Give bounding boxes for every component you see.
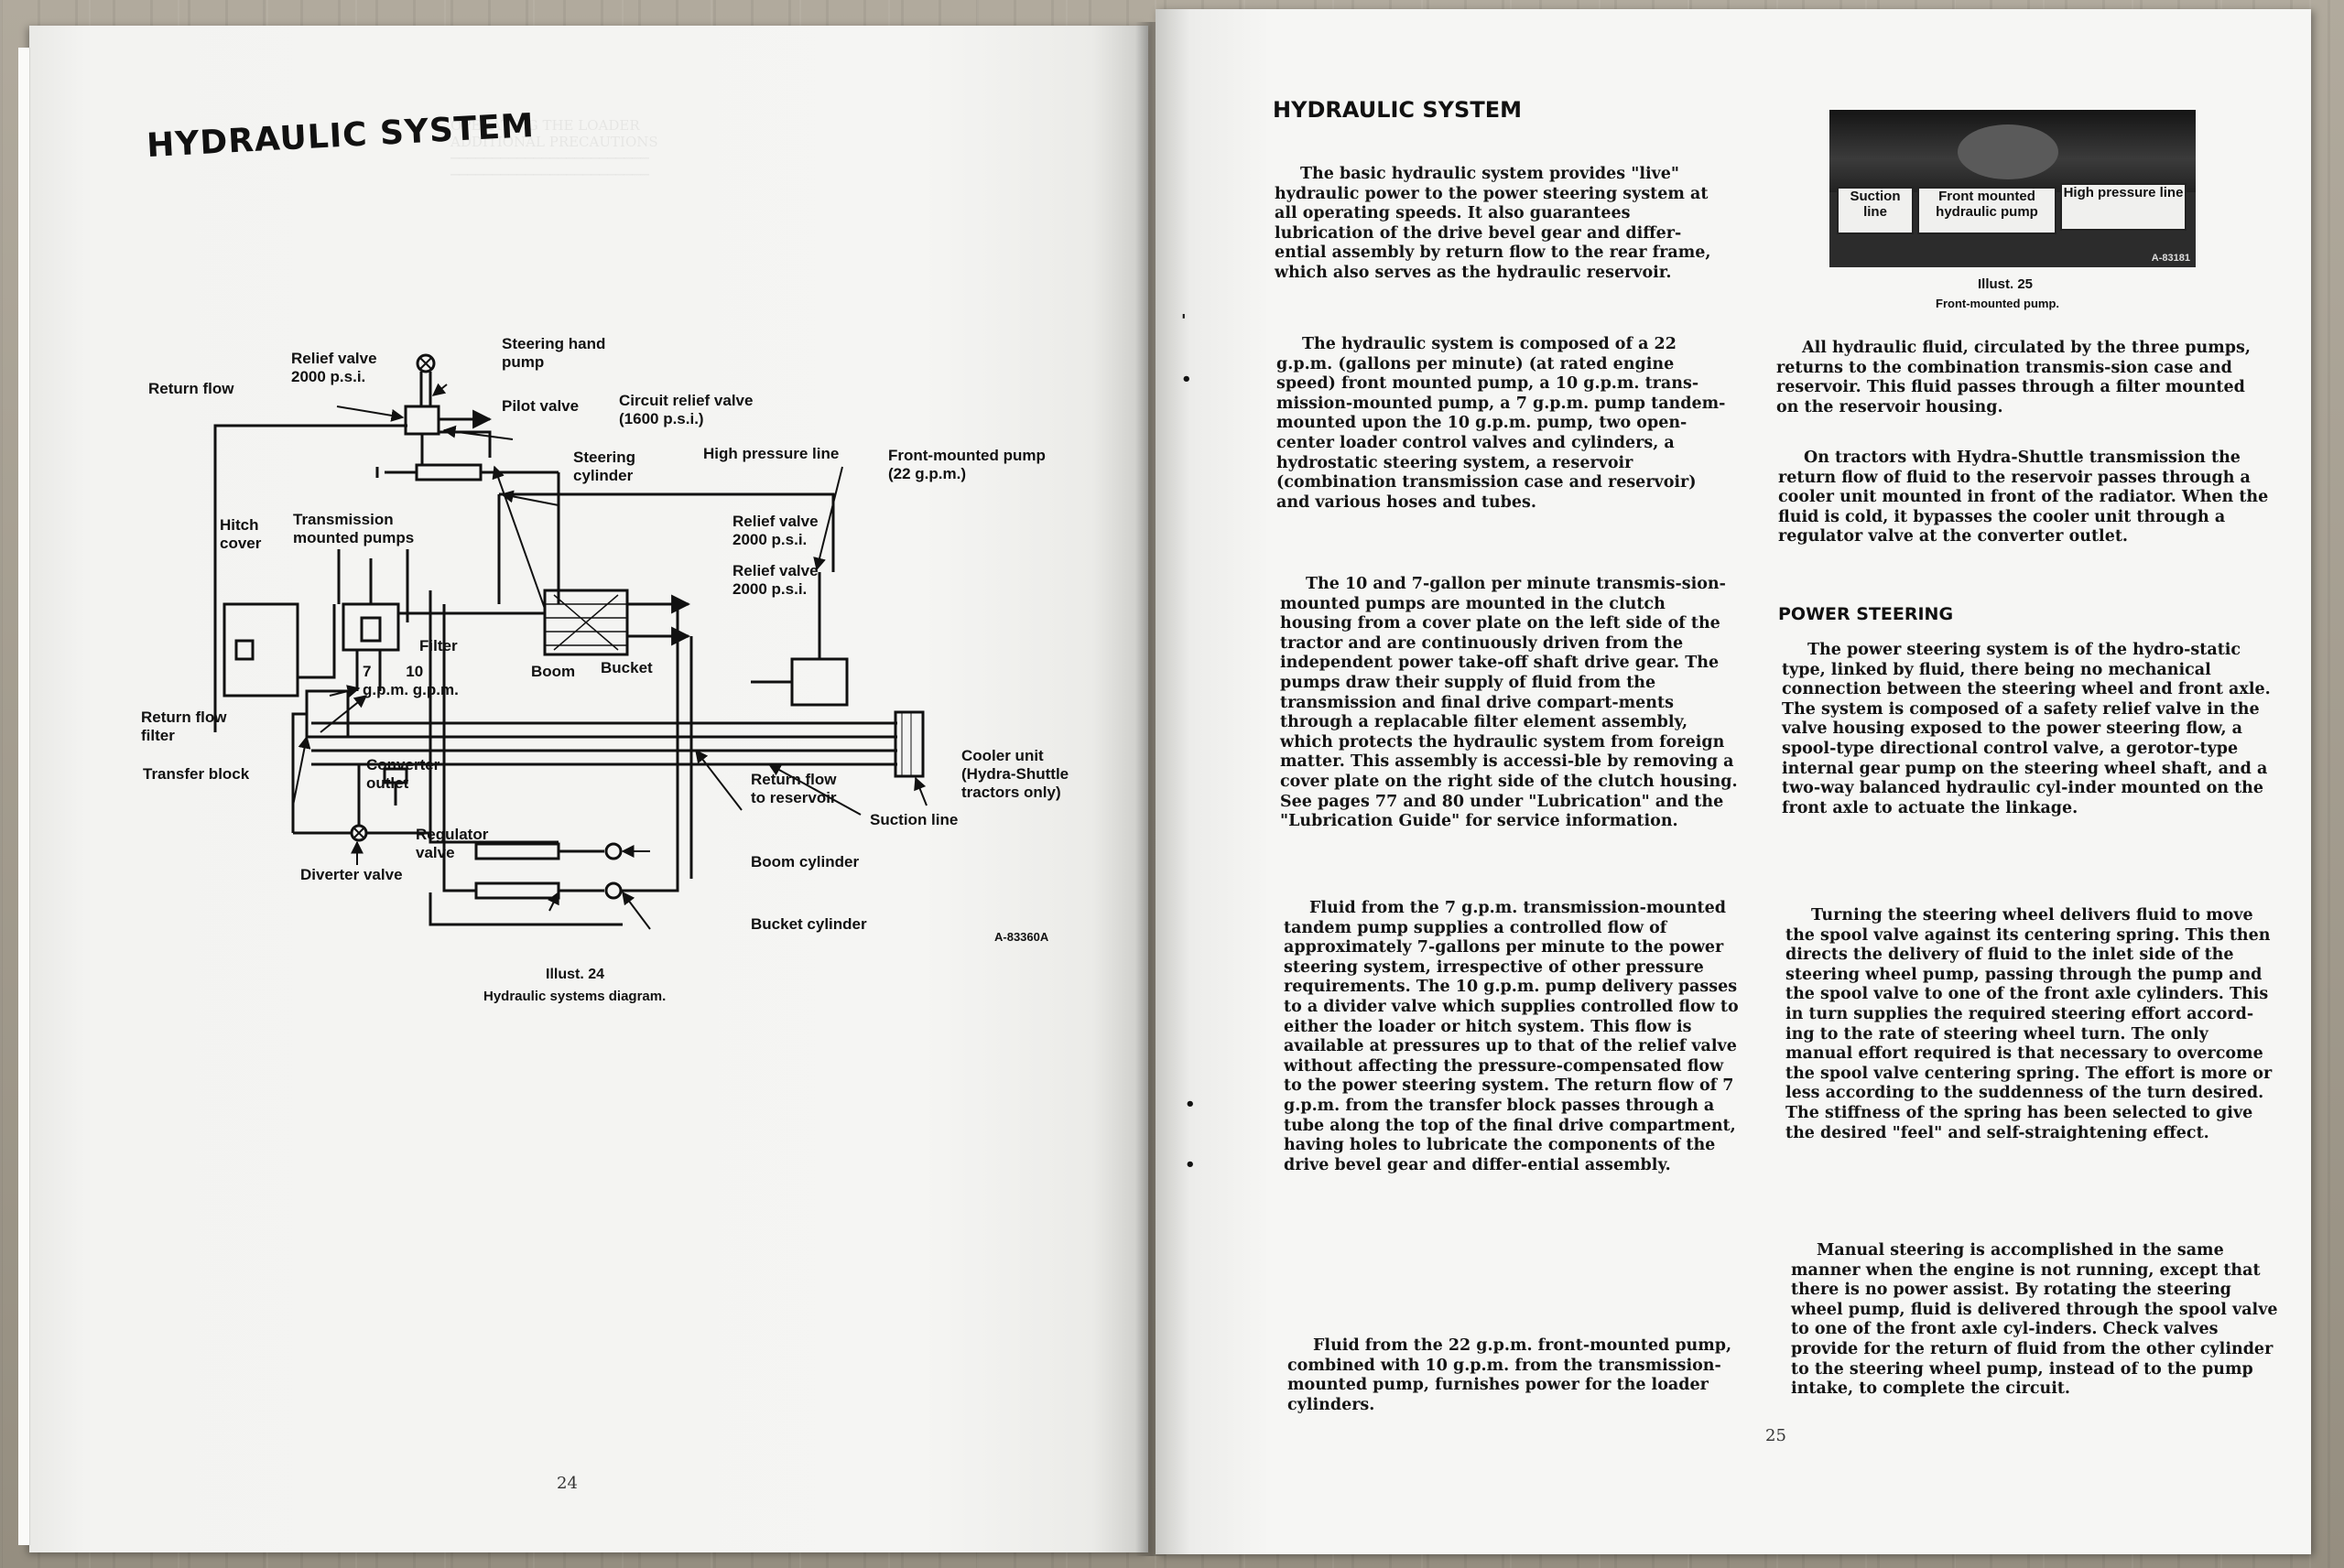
label-front-mounted-pump: Front-mounted pump (22 g.p.m.) xyxy=(888,447,1046,482)
paragraph-3: The 10 and 7-gallon per minute transmis-… xyxy=(1280,575,1738,831)
label-relief-valve: Relief valve 2000 p.s.i. xyxy=(291,350,377,385)
page-edge xyxy=(24,48,30,1545)
right-page-title: HYDRAULIC SYSTEM xyxy=(1273,97,1522,123)
label-steering-cylinder: Steering cylinder xyxy=(573,449,636,484)
punch-mark: • xyxy=(1185,1155,1196,1174)
column-2-paragraph-1: All hydraulic fluid, circulated by the t… xyxy=(1776,339,2251,416)
paragraph-1: The basic hydraulic system provides "liv… xyxy=(1275,165,1711,282)
label-hitch-cover: Hitch cover xyxy=(220,516,262,552)
label-return-flow-to-reservoir: Return flow to reservoir xyxy=(751,771,837,806)
paragraph-4: Fluid from the 7 g.p.m. transmission-mou… xyxy=(1284,899,1739,1174)
hydraulic-systems-diagram xyxy=(213,353,928,930)
label-steering-hand-pump: Steering hand pump xyxy=(502,335,606,371)
photo-label-high-pressure-line: High pressure line xyxy=(2060,183,2187,231)
label-relief-valve-bucket: Relief valve 2000 p.s.i. xyxy=(732,562,819,598)
label-cooler-unit: Cooler unit (Hydra-Shuttle tractors only… xyxy=(961,747,1069,801)
illustration-24-number: Illust. 24 xyxy=(546,967,605,982)
label-pump-rates: 7 10 g.p.m. g.p.m. xyxy=(363,663,459,698)
page-number-left: 24 xyxy=(557,1474,578,1493)
label-return-flow: Return flow xyxy=(148,380,234,397)
label-diverter-valve: Diverter valve xyxy=(300,866,403,883)
photo-label-suction-line: Suction line xyxy=(1837,187,1914,234)
left-page: OPERATING THE LOADER ADDITIONAL PRECAUTI… xyxy=(18,26,1148,1552)
steering-paragraph-1: The power steering system is of the hydr… xyxy=(1782,641,2271,817)
label-transfer-block: Transfer block xyxy=(143,765,250,783)
drawing-number: A-83360A xyxy=(994,930,1049,944)
page-number-right: 25 xyxy=(1765,1426,1786,1445)
steering-paragraph-3: Manual steering is accomplished in the s… xyxy=(1791,1241,2278,1399)
label-filter: Filter xyxy=(419,637,458,654)
label-relief-valve-boom: Relief valve 2000 p.s.i. xyxy=(732,513,819,548)
label-bucket-cylinder: Bucket cylinder xyxy=(751,915,867,933)
bleed-through-text: OPERATING THE LOADER ADDITIONAL PRECAUTI… xyxy=(450,117,658,183)
illustration-25-number: Illust. 25 xyxy=(1978,276,2034,292)
illustration-24-caption: Hydraulic systems diagram. xyxy=(483,989,667,1004)
label-suction-line: Suction line xyxy=(870,811,959,828)
paragraph-2: The hydraulic system is composed of a 22… xyxy=(1276,335,1726,512)
photo-label-front-mounted-pump: Front mounted hydraulic pump xyxy=(1917,187,2056,234)
punch-mark: ' xyxy=(1181,311,1187,330)
illustration-25-caption: Front-mounted pump. xyxy=(1936,297,2060,310)
label-pilot-valve: Pilot valve xyxy=(502,397,580,415)
punch-mark: • xyxy=(1185,1095,1196,1114)
label-return-flow-filter: Return flow filter xyxy=(141,708,227,744)
front-mounted-pump-photo: Suction line Front mounted hydraulic pum… xyxy=(1829,110,2196,267)
label-converter-outlet: Converter outlet xyxy=(366,756,440,792)
leader-arrows xyxy=(292,383,928,930)
hydraulic-lines xyxy=(213,353,925,926)
steering-paragraph-2: Turning the steering wheel delivers flui… xyxy=(1785,906,2273,1142)
label-bucket: Bucket xyxy=(601,659,653,676)
power-steering-heading: POWER STEERING xyxy=(1778,604,1954,624)
paragraph-5: Fluid from the 22 g.p.m. front-mounted p… xyxy=(1287,1336,1732,1414)
punch-mark: • xyxy=(1181,370,1192,389)
photo-number: A-83181 xyxy=(2151,253,2190,264)
pump-shape xyxy=(1958,124,2058,179)
label-transmission-mounted-pumps: Transmission mounted pumps xyxy=(293,511,415,546)
label-high-pressure-line: High pressure line xyxy=(703,445,840,462)
column-2-paragraph-2: On tractors with Hydra-Shuttle transmiss… xyxy=(1778,449,2269,546)
label-regulator-valve: Regulator valve xyxy=(416,826,489,861)
label-boom: Boom xyxy=(531,663,576,680)
label-circuit-relief-valve: Circuit relief valve (1600 p.s.i.) xyxy=(619,392,754,427)
label-boom-cylinder: Boom cylinder xyxy=(751,853,860,871)
